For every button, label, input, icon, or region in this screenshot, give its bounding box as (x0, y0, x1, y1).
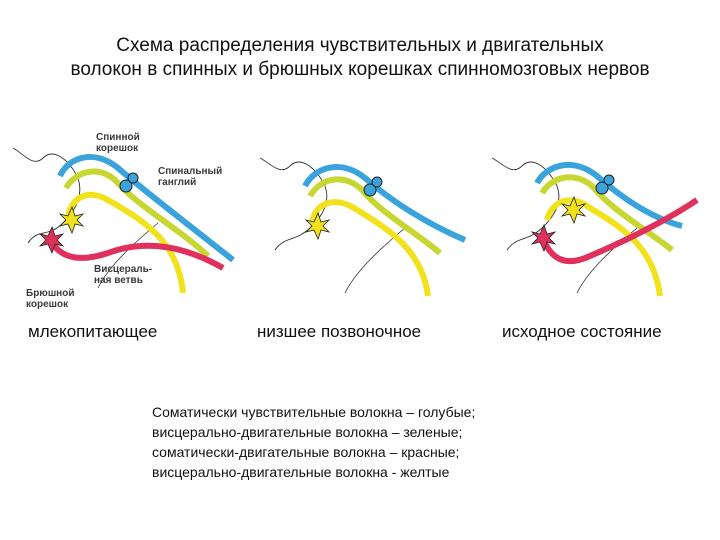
somatic-motor-fiber (45, 234, 225, 271)
visceral-motor-fiber-yellow (65, 191, 186, 294)
spinal-ganglion-marker (127, 172, 139, 184)
legend-line: соматически-двигательные волокна – красн… (152, 444, 460, 460)
visceral-motor-fiber-yellow (544, 197, 663, 297)
neuron-star-red (38, 225, 65, 255)
legend-line: Соматически чувствительные волокна – гол… (152, 404, 476, 420)
spinal-ganglion-marker (595, 181, 609, 195)
title-line-2: волокон в спинных и брюшных корешках спи… (70, 59, 650, 80)
visceral-motor-fiber-yellow (309, 199, 431, 297)
label-visceral-branch: Висцераль-ная ветвь (94, 264, 153, 286)
somatic-sensory-fiber (302, 164, 467, 243)
somatic-motor-fiber (539, 197, 699, 265)
legend-line: висцерально-двигательные волокна - желты… (152, 464, 450, 480)
panel-original-state (482, 128, 712, 308)
spinal-ganglion-marker (371, 176, 383, 188)
neuron-star-yellow (560, 195, 587, 225)
somatic-sensory-fiber (57, 154, 235, 263)
visceral-motor-fiber-green (63, 168, 211, 259)
nerve-diagram-lower-vertebrate (259, 157, 467, 297)
color-legend: Соматически чувствительные волокна – гол… (152, 402, 475, 482)
caption-lower-vertebrate: низшее позвоночное (257, 322, 422, 341)
visceral-motor-fiber-green (307, 176, 442, 256)
neuron-star-yellow (304, 211, 331, 241)
caption-mammal: млекопитающее (28, 322, 158, 341)
neuron-star-red (530, 223, 557, 253)
caption-original-state: исходное состояние (502, 322, 662, 341)
spinal-cord-outline (491, 157, 560, 251)
nerve-diagram-original-state (491, 157, 699, 297)
title-line-1: Схема распределения чувствительных и дви… (116, 35, 604, 56)
diagram-title: Схема распределения чувствительных и дви… (0, 34, 720, 82)
spinal-ganglion-marker (363, 183, 377, 197)
panel-lower-vertebrate (250, 128, 480, 308)
spinal-cord-outline (259, 157, 328, 251)
spinal-ganglion-marker (603, 174, 615, 186)
legend-line: висцерально-двигательные волокна – зелен… (152, 424, 463, 440)
somatic-sensory-fiber (534, 162, 683, 229)
spinal-ganglion-marker (119, 179, 133, 193)
nerve-diagram-mammal (12, 147, 235, 294)
visceral-motor-fiber-green (539, 174, 674, 253)
neuron-star-yellow (58, 205, 85, 235)
